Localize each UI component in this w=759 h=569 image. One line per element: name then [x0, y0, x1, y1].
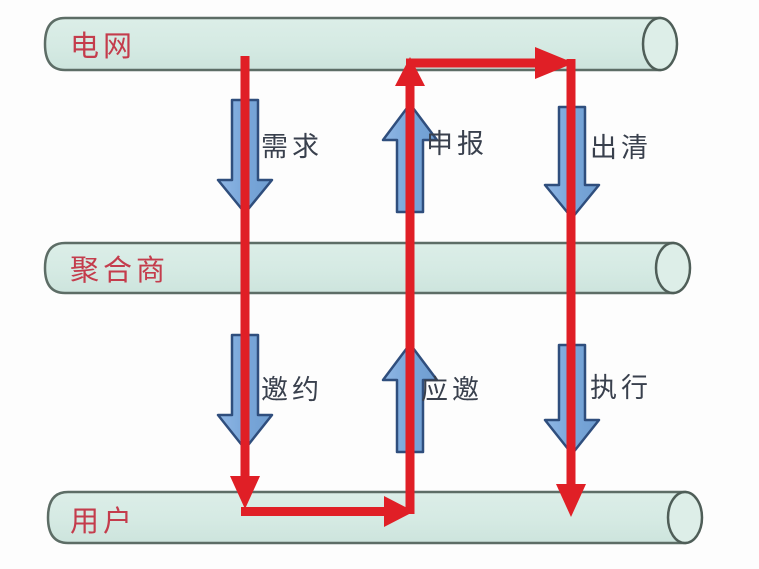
- layer-bar-aggregator: 聚合商: [43, 241, 692, 295]
- flow-arrowhead-up-middle: [395, 57, 425, 86]
- grid-bar-body: [43, 16, 662, 72]
- grid-bar-end-cap: [641, 16, 679, 72]
- flow-label-demand: 需求: [261, 132, 323, 163]
- flow-label-accept: 应邀: [421, 375, 483, 406]
- flow-label-declare: 申报: [426, 129, 488, 160]
- flow-label-invite: 邀约: [261, 375, 323, 406]
- aggregator-bar-body: [43, 241, 675, 295]
- flow-arrowhead-right-bottom: [384, 496, 414, 527]
- layer-bar-user: 用户: [46, 490, 704, 545]
- flow-arrowhead-down-left: [230, 476, 260, 509]
- red-flow-path: [230, 47, 586, 527]
- layer-label-user: 用户: [70, 504, 136, 538]
- flow-arrowhead-right-top: [535, 47, 574, 79]
- aggregator-bar-end-cap: [654, 241, 692, 295]
- flow-arrowhead-down-right: [556, 484, 586, 517]
- layer-label-aggregator: 聚合商: [70, 253, 169, 287]
- user-bar-body: [46, 490, 687, 545]
- layer-label-grid: 电网: [70, 29, 136, 63]
- flow-label-clear: 出清: [590, 133, 652, 164]
- user-bar-end-cap: [666, 490, 704, 545]
- flow-label-execute: 执行: [590, 373, 652, 404]
- layer-bar-grid: 电网: [43, 16, 679, 72]
